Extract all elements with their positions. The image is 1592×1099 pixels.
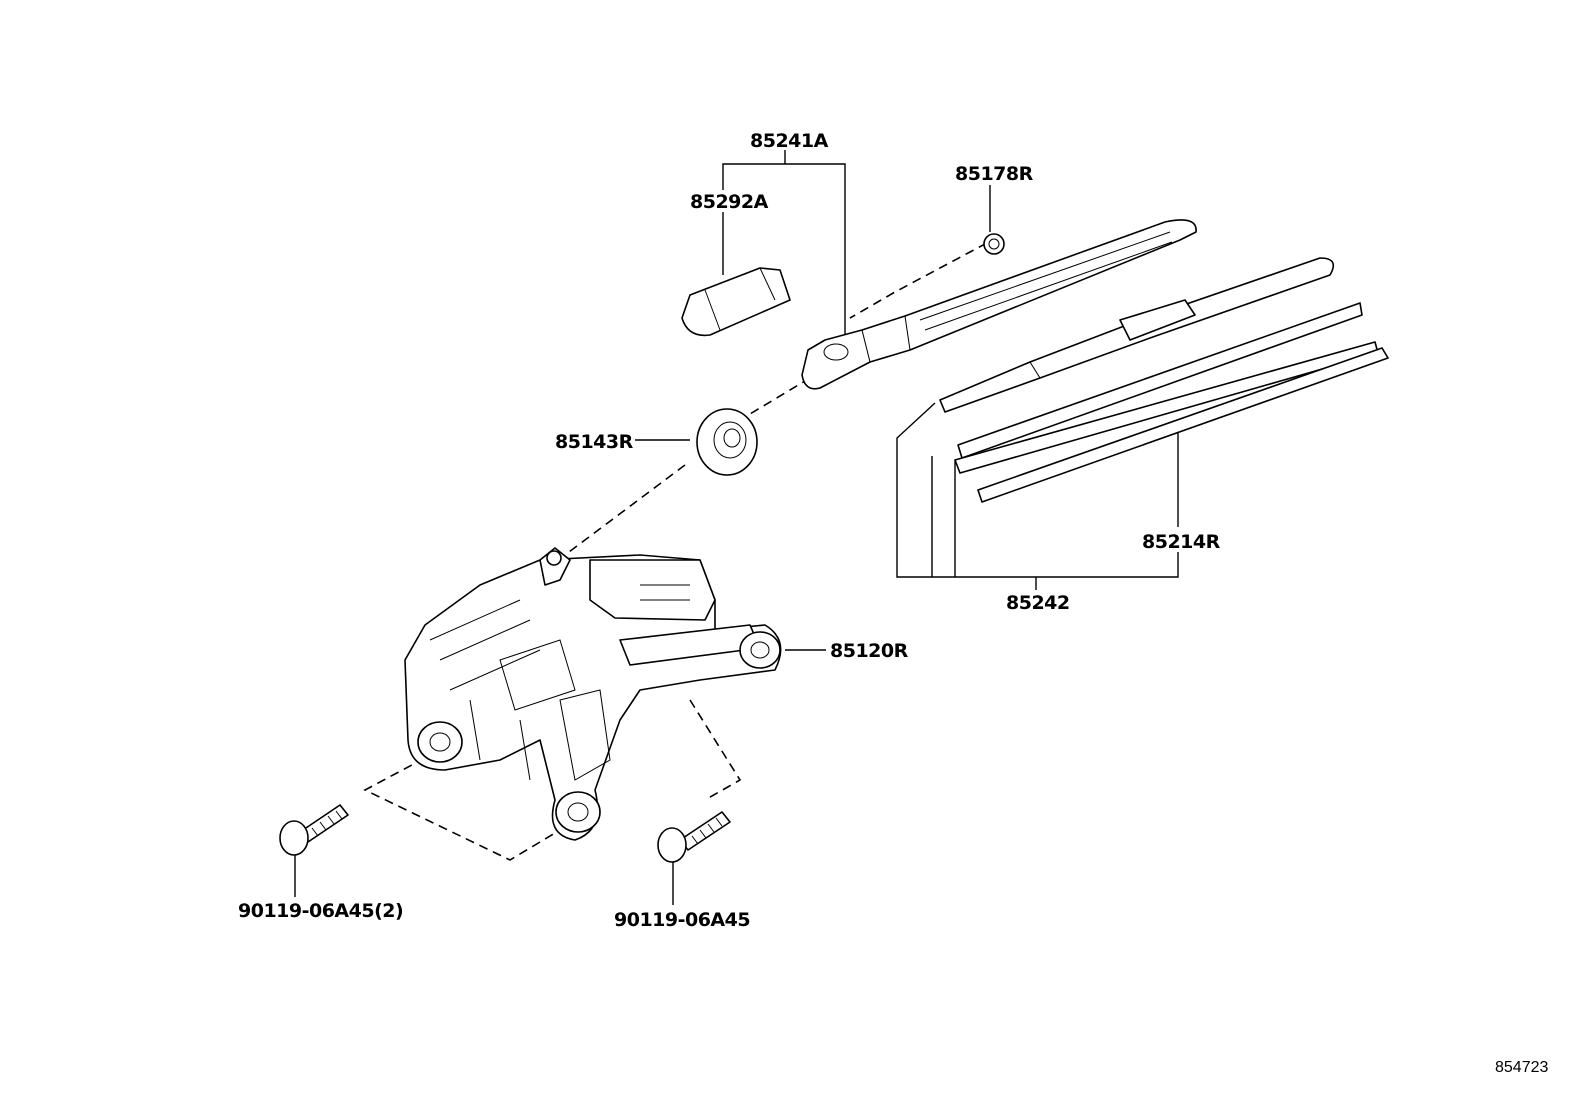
label-85214R: 85214R [1142,531,1221,553]
blade-refill-icon [977,347,1389,503]
label-85292A: 85292A [690,191,769,213]
label-85120R: 85120R [830,640,909,662]
bolt-right-icon [657,811,731,863]
wiper-motor-icon [404,547,782,841]
label-90119-06A45: 90119-06A45 [614,909,750,931]
bolt-left-icon [279,804,349,856]
figure-number: 854723 [1495,1059,1548,1076]
label-85242: 85242 [1006,592,1070,614]
arm-cap-icon [681,267,791,337]
wiper-blade-icon [939,257,1379,474]
label-85241A: 85241A [750,130,829,152]
nut-icon [983,233,1005,255]
label-85143R: 85143R [555,431,634,453]
label-85178R: 85178R [955,163,1034,185]
label-90119-06A45-2: 90119-06A45(2) [238,900,403,922]
grommet-icon [696,408,758,476]
alignment-dashes [363,235,1001,861]
part-labels: 85241A 85292A 85178R 85143R 85214R 85242… [238,130,1221,931]
wiper-arm-icon [801,219,1197,390]
leader-lines [294,150,1179,905]
